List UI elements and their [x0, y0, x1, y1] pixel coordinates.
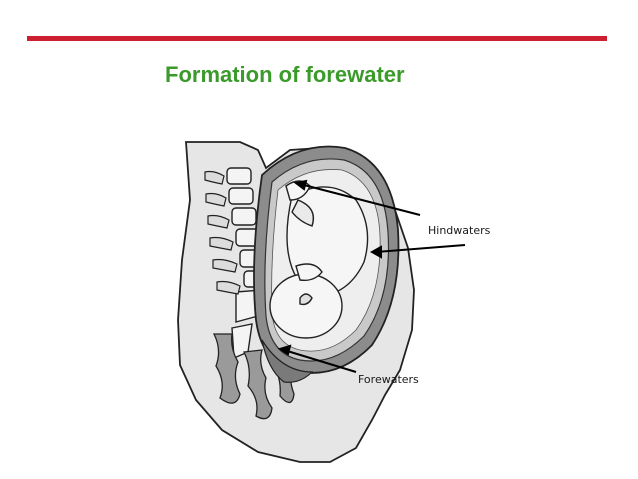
label-arrows	[277, 179, 466, 373]
forewaters-label: Forewaters	[358, 373, 419, 386]
fetus-leg	[291, 199, 315, 227]
spinous-processes	[204, 170, 241, 295]
cervix	[261, 339, 314, 383]
fetus-ear	[299, 293, 313, 306]
fetus	[269, 180, 369, 339]
fetus-head	[269, 273, 343, 339]
hindwaters-label: Hindwaters	[428, 224, 491, 237]
slide-title: Formation of forewater	[165, 62, 405, 87]
accent-rule	[27, 36, 607, 41]
fetus-hand	[295, 263, 323, 282]
